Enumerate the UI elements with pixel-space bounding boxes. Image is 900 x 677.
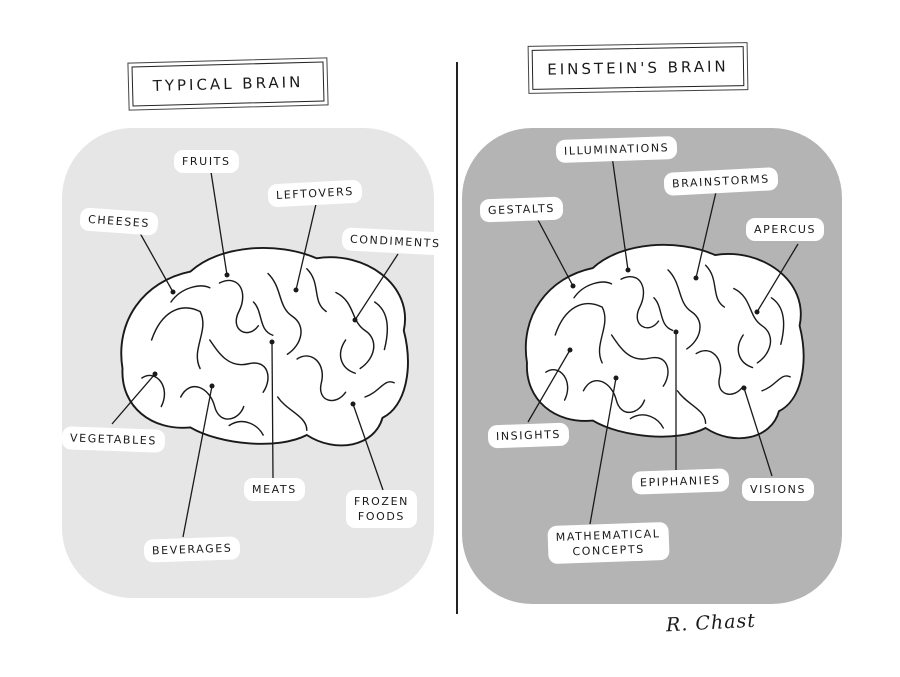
label-leftovers: LEFTOVERS [267, 179, 363, 208]
label-mathematical-line-1: MATHEMATICAL [555, 527, 661, 544]
label-insights: INSIGHTS [487, 422, 570, 449]
label-frozen-line-1: FROZEN [354, 495, 409, 508]
artist-signature: R. Chast [665, 609, 757, 637]
label-gestalts: GESTALTS [479, 196, 564, 223]
label-vegetables: VEGETABLES [61, 426, 166, 453]
label-beverages: BEVERAGES [143, 536, 241, 563]
label-mathematical-line-2: CONCEPTS [572, 542, 646, 559]
label-epiphanies: EPIPHANIES [631, 468, 730, 495]
label-meats: MEATS [244, 478, 305, 501]
label-illuminations: ILLUMINATIONS [555, 135, 678, 164]
label-frozen-foods: FROZEN FOODS [346, 490, 417, 528]
label-frozen-line-2: FOODS [357, 510, 406, 523]
label-apercus: APERCUS [746, 218, 825, 241]
panel-divider [456, 62, 458, 614]
label-mathematical-concepts: MATHEMATICAL CONCEPTS [547, 521, 670, 565]
label-fruits: FRUITS [174, 150, 239, 173]
label-visions: VISIONS [742, 478, 815, 501]
